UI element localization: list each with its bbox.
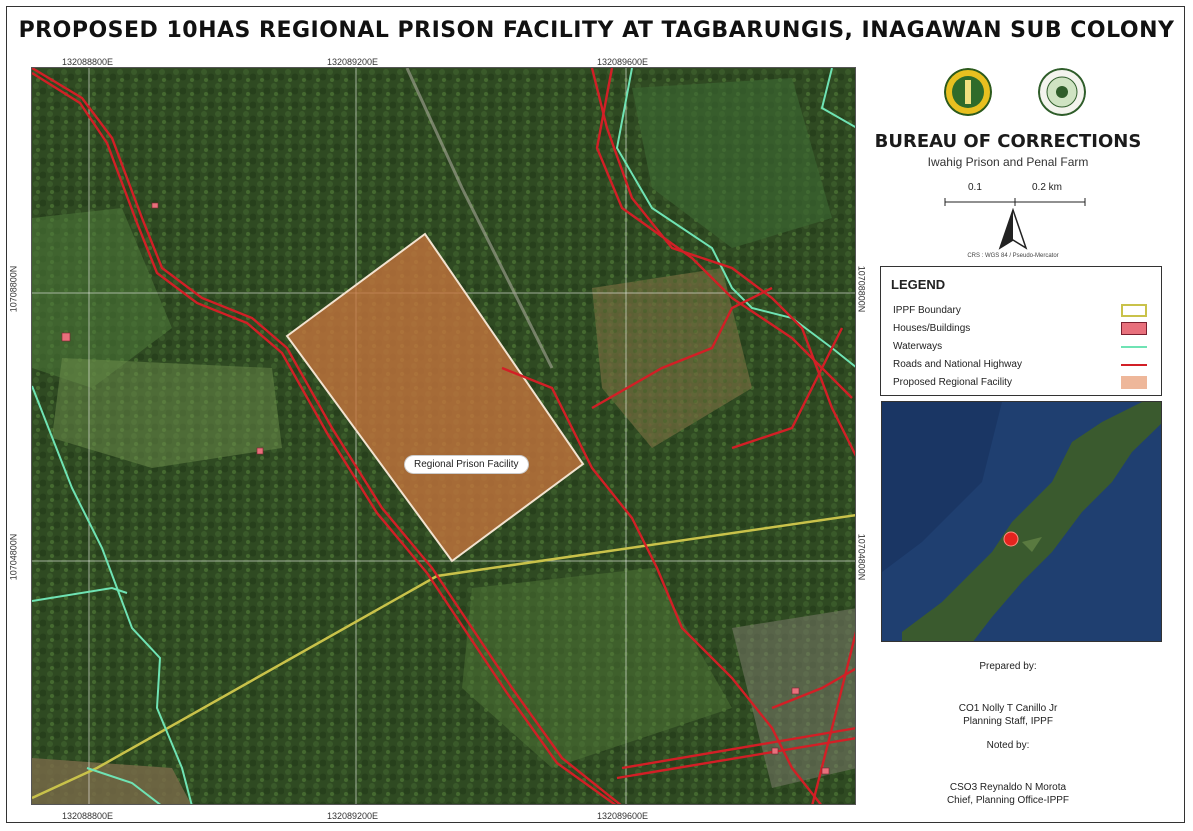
bucor-seal-icon [944, 68, 992, 116]
prepared-by-name: CO1 Nolly T Canillo Jr [958, 703, 1058, 714]
inset-locator-map[interactable] [881, 401, 1162, 642]
noted-by-title: Chief, Planning Office-IPPF [946, 795, 1070, 806]
dirt-track [405, 68, 554, 369]
organization-subtitle: Iwahig Prison and Penal Farm [927, 155, 1089, 169]
legend-item-facility: Proposed Regional Facility [893, 377, 1012, 388]
facility-label: Regional Prison Facility [405, 456, 528, 473]
map-canvas [32, 68, 855, 804]
farm-plots [592, 268, 752, 448]
north-arrow-icon [998, 208, 1028, 250]
legend-item-waterways: Waterways [893, 341, 943, 352]
riverbank [32, 758, 191, 804]
clearing-area [32, 208, 172, 388]
legend-item-buildings: Houses/Buildings [893, 323, 971, 334]
coord-left-2: 10704800N [8, 533, 19, 581]
noted-by-label: Noted by: [986, 740, 1030, 751]
scale-ruler [944, 198, 1086, 206]
noted-by-name: CSO3 Reynaldo N Morota [949, 782, 1067, 793]
coord-right-2: 10704800N [856, 533, 867, 581]
ippf-seal-icon [1038, 68, 1086, 116]
waterways [32, 68, 855, 804]
prepared-by-label: Prepared by: [979, 661, 1037, 672]
island-landmass [902, 402, 1161, 641]
main-map[interactable]: Regional Prison Facility [31, 67, 856, 805]
waterways-swatch [1121, 346, 1147, 348]
coord-right-1: 10708800N [856, 265, 867, 313]
legend-box: LEGEND IPPF Boundary Houses/Buildings Wa… [880, 266, 1162, 396]
proposed-facility-polygon[interactable] [285, 232, 585, 563]
coord-left-1: 10708800N [8, 265, 19, 313]
scale-label-b: 0.2 km [1032, 182, 1063, 193]
organization-name: BUREAU OF CORRECTIONS [874, 131, 1142, 152]
map-title: PROPOSED 10HAS REGIONAL PRISON FACILITY … [18, 18, 1175, 43]
coord-bottom-2: 132089200E [327, 811, 379, 821]
inset-canvas [882, 402, 1161, 641]
coord-bottom-3: 132089600E [597, 811, 649, 821]
boundary-swatch [1121, 304, 1147, 317]
clearing-area [632, 78, 832, 248]
roads-swatch [1121, 364, 1147, 366]
map-frame [6, 6, 1185, 823]
coord-top-2: 132089200E [327, 57, 379, 67]
roads [32, 68, 855, 804]
plantation-area [462, 568, 732, 768]
scale-label-a: 0.1 [968, 182, 982, 193]
crs-note: CRS : WGS 84 / Pseudo-Mercator [967, 253, 1059, 259]
legend-item-roads: Roads and National Highway [893, 359, 1022, 370]
location-marker-icon [1003, 531, 1019, 547]
houses-buildings [61, 202, 830, 775]
facility-swatch [1121, 376, 1147, 389]
logos [940, 64, 1100, 120]
scale-bar: 0.1 0.2 km [940, 180, 1090, 210]
coord-top-3: 132089600E [597, 57, 649, 67]
open-field [52, 358, 282, 468]
coord-bottom-1: 132088800E [62, 811, 114, 821]
legend-item-boundary: IPPF Boundary [893, 305, 961, 316]
buildings-swatch [1121, 322, 1147, 335]
coord-top-1: 132088800E [62, 57, 114, 67]
prepared-by-title: Planning Staff, IPPF [963, 716, 1053, 727]
legend-title: LEGEND [891, 277, 946, 292]
